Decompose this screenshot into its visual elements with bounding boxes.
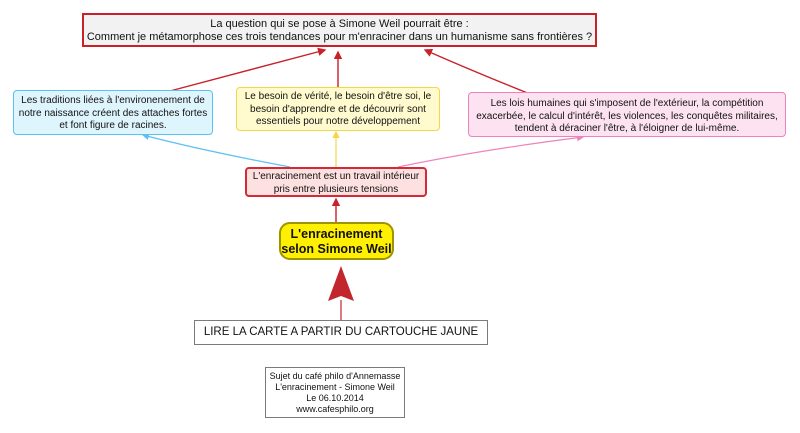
instruction-text: LIRE LA CARTE A PARTIR DU CARTOUCHE JAUN… xyxy=(203,326,479,338)
credits-line-2: L'enracinement - Simone Weil xyxy=(275,382,395,392)
besoin-line-3: essentiels pour notre développement xyxy=(256,116,420,127)
credits-line-4: www.cafesphilo.org xyxy=(296,404,374,414)
question-line-1: La question qui se pose à Simone Weil po… xyxy=(210,18,469,30)
lois-line-2: exacerbée, le calcul d'intérêt, les viol… xyxy=(476,110,778,122)
link-tension-traditions xyxy=(141,133,291,168)
credits-line-1: Sujet du café philo d'Annemasse xyxy=(269,371,401,381)
central-topic-node[interactable]: L'enracinement selon Simone Weil xyxy=(279,222,394,260)
link-traditions-question xyxy=(169,47,327,92)
traditions-line-2: notre naissance créent des attaches fort… xyxy=(18,107,208,119)
tension-node[interactable]: L'enracinement est un travail intérieur … xyxy=(245,167,427,197)
big-up-arrow-icon xyxy=(328,266,354,301)
traditions-line-3: et font figure de racines. xyxy=(59,120,167,131)
besoin-line-1: Le besoin de vérité, le besoin d'être so… xyxy=(244,91,432,102)
lois-line-3: tendent à déraciner l'être, à l'éloigner… xyxy=(514,123,740,134)
link-lois-question xyxy=(423,49,531,95)
credits-node[interactable]: Sujet du café philo d'Annemasse L'enraci… xyxy=(265,367,405,418)
tension-line-2: pris entre plusieurs tensions xyxy=(273,183,399,195)
central-line-1: L'enracinement xyxy=(290,227,383,241)
traditions-node[interactable]: Les traditions liées à l'environenement … xyxy=(13,90,213,135)
traditions-line-1: Les traditions liées à l'environenement … xyxy=(21,95,205,106)
lois-line-1: Les lois humaines qui s'imposent de l'ex… xyxy=(490,98,764,109)
central-line-2: selon Simone Weil xyxy=(281,241,392,256)
instruction-node[interactable]: LIRE LA CARTE A PARTIR DU CARTOUCHE JAUN… xyxy=(194,320,488,345)
question-node[interactable]: La question qui se pose à Simone Weil po… xyxy=(82,13,597,47)
lois-node[interactable]: Les lois humaines qui s'imposent de l'ex… xyxy=(468,92,786,137)
question-line-2: Comment je métamorphose ces trois tendan… xyxy=(86,31,593,43)
besoin-line-2: besoin d'apprendre et de découvrir sont xyxy=(250,103,426,115)
besoin-node[interactable]: Le besoin de vérité, le besoin d'être so… xyxy=(236,87,440,131)
tension-line-1: L'enracinement est un travail intérieur xyxy=(252,171,420,182)
credits-line-3: Le 06.10.2014 xyxy=(306,393,364,403)
link-tension-lois xyxy=(397,134,585,168)
